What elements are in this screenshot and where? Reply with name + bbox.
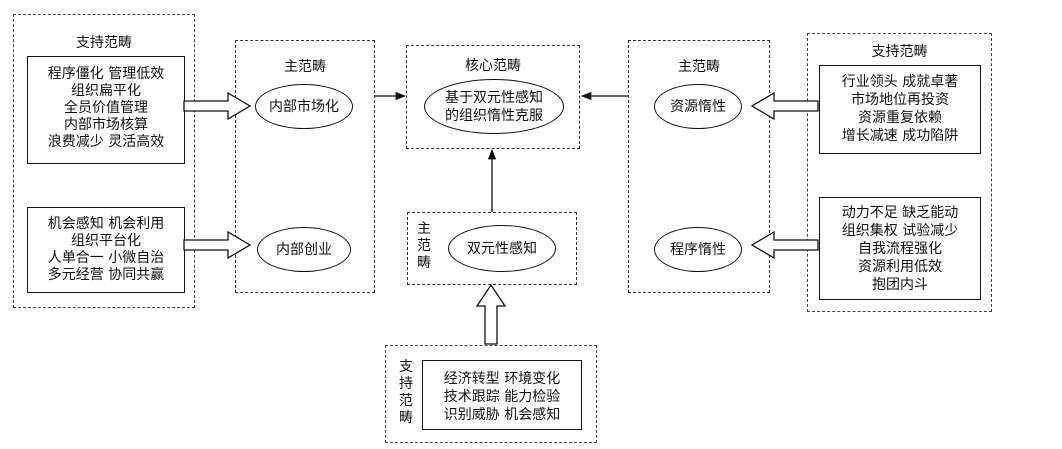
support-category-right: 支持范畴 行业领头 成就卓著 市场地位再投资 资源重复依赖 增长减速 成功陷阱 … (807, 33, 992, 312)
support-bottom-box: 经济转型 环境变化 技术跟踪 能力检验 识别威胁 机会感知 (422, 360, 582, 430)
hollow-arrow-bottom (475, 283, 507, 345)
main-left-node-internal-market-label: 内部市场化 (269, 98, 339, 115)
main-middle-node-dual-perception: 双元性感知 (448, 225, 556, 272)
main-right-node-routine-inertia: 程序惰性 (654, 227, 742, 272)
support-category-left: 支持范畴 程序僵化 管理低效 组织扁平化 全员价值管理 内部市场核算 浪费减少 … (13, 14, 195, 308)
core-node: 基于双元性感知 的组织惰性克服 (424, 79, 564, 134)
main-category-left: 主范畴 内部市场化 内部创业 (235, 40, 375, 293)
support-category-bottom-title-char: 持 (399, 376, 413, 392)
support-left-box2-line: 多元经营 协同共赢 (47, 267, 165, 283)
main-right-node-resource-inertia-label: 资源惰性 (670, 98, 726, 115)
support-right-box2-line: 抱团内斗 (872, 277, 928, 293)
support-left-box-1: 程序僵化 管理低效 组织扁平化 全员价值管理 内部市场核算 浪费减少 灵活高效 (27, 56, 185, 164)
support-bottom-line: 技术跟踪 能力检验 (443, 389, 561, 405)
support-left-box2-line: 组织平台化 (71, 233, 141, 249)
hollow-arrow-left-upper (183, 91, 252, 121)
support-category-bottom-title-char: 范 (399, 393, 413, 409)
hollow-arrow-right-lower (750, 230, 819, 260)
main-category-middle-title-char: 畴 (417, 255, 431, 271)
support-right-box-2: 动力不足 缺乏能动 组织集权 试验减少 自我流程强化 资源利用低效 抱团内斗 (819, 197, 981, 300)
main-left-node-internal-market: 内部市场化 (255, 84, 353, 129)
support-bottom-line: 识别威胁 机会感知 (443, 407, 561, 423)
main-category-middle-title: 主 范 畴 (416, 221, 432, 272)
support-category-bottom-title-char: 支 (399, 359, 413, 375)
support-category-bottom-title: 支 持 范 畴 (398, 359, 414, 427)
support-left-box-2: 机会感知 机会利用 组织平台化 人单合一 小微自治 多元经营 协同共赢 (27, 207, 185, 293)
support-right-box1-line: 市场地位再投资 (851, 92, 949, 108)
support-right-box1-line: 行业领头 成就卓著 (841, 74, 959, 90)
support-bottom-line: 经济转型 环境变化 (443, 371, 561, 387)
support-right-box1-line: 资源重复依赖 (858, 110, 942, 126)
support-category-bottom-title-char: 畴 (399, 410, 413, 426)
support-left-box1-line: 浪费减少 灵活高效 (47, 134, 165, 150)
support-category-left-title: 支持范畴 (76, 35, 132, 51)
hollow-arrow-right-upper (750, 91, 819, 121)
core-node-label-line2: 的组织惰性克服 (445, 107, 543, 124)
support-left-box1-line: 组织扁平化 (71, 83, 141, 99)
main-category-middle: 主 范 畴 双元性感知 (407, 212, 577, 285)
main-category-middle-title-char: 范 (417, 238, 431, 254)
support-category-right-title: 支持范畴 (871, 44, 928, 60)
support-left-box1-line: 全员价值管理 (64, 100, 148, 116)
main-middle-node-label: 双元性感知 (467, 240, 537, 257)
core-node-label: 基于双元性感知 的组织惰性克服 (445, 89, 543, 125)
core-node-label-line1: 基于双元性感知 (445, 89, 543, 106)
support-left-box1-line: 程序僵化 管理低效 (47, 66, 165, 82)
support-left-box2-line: 人单合一 小微自治 (47, 250, 165, 266)
support-category-bottom: 支 持 范 畴 经济转型 环境变化 技术跟踪 能力检验 识别威胁 机会感知 (385, 345, 597, 443)
main-right-node-resource-inertia: 资源惰性 (654, 84, 742, 129)
support-right-box2-line: 组织集权 试验减少 (841, 223, 959, 239)
support-right-box-1: 行业领头 成就卓著 市场地位再投资 资源重复依赖 增长减速 成功陷阱 (819, 65, 981, 154)
support-right-box2-line: 动力不足 缺乏能动 (841, 205, 959, 221)
main-right-node-routine-inertia-label: 程序惰性 (670, 241, 726, 258)
main-category-right: 主范畴 资源惰性 程序惰性 (628, 40, 770, 293)
main-left-node-internal-venture-label: 内部创业 (276, 241, 332, 258)
core-category-title: 核心范畴 (465, 58, 521, 74)
support-right-box1-line: 增长减速 成功陷阱 (841, 128, 959, 144)
support-right-box2-line: 资源利用低效 (858, 259, 942, 275)
support-left-box2-line: 机会感知 机会利用 (47, 216, 165, 232)
main-category-middle-title-char: 主 (417, 221, 431, 237)
main-left-node-internal-venture: 内部创业 (257, 227, 351, 272)
main-category-left-title: 主范畴 (284, 59, 326, 75)
core-category: 核心范畴 基于双元性感知 的组织惰性克服 (406, 45, 580, 149)
support-right-box2-line: 自我流程强化 (858, 241, 942, 257)
support-left-box1-line: 内部市场核算 (64, 117, 148, 133)
main-category-right-title: 主范畴 (678, 59, 720, 75)
hollow-arrow-left-lower (183, 230, 252, 260)
